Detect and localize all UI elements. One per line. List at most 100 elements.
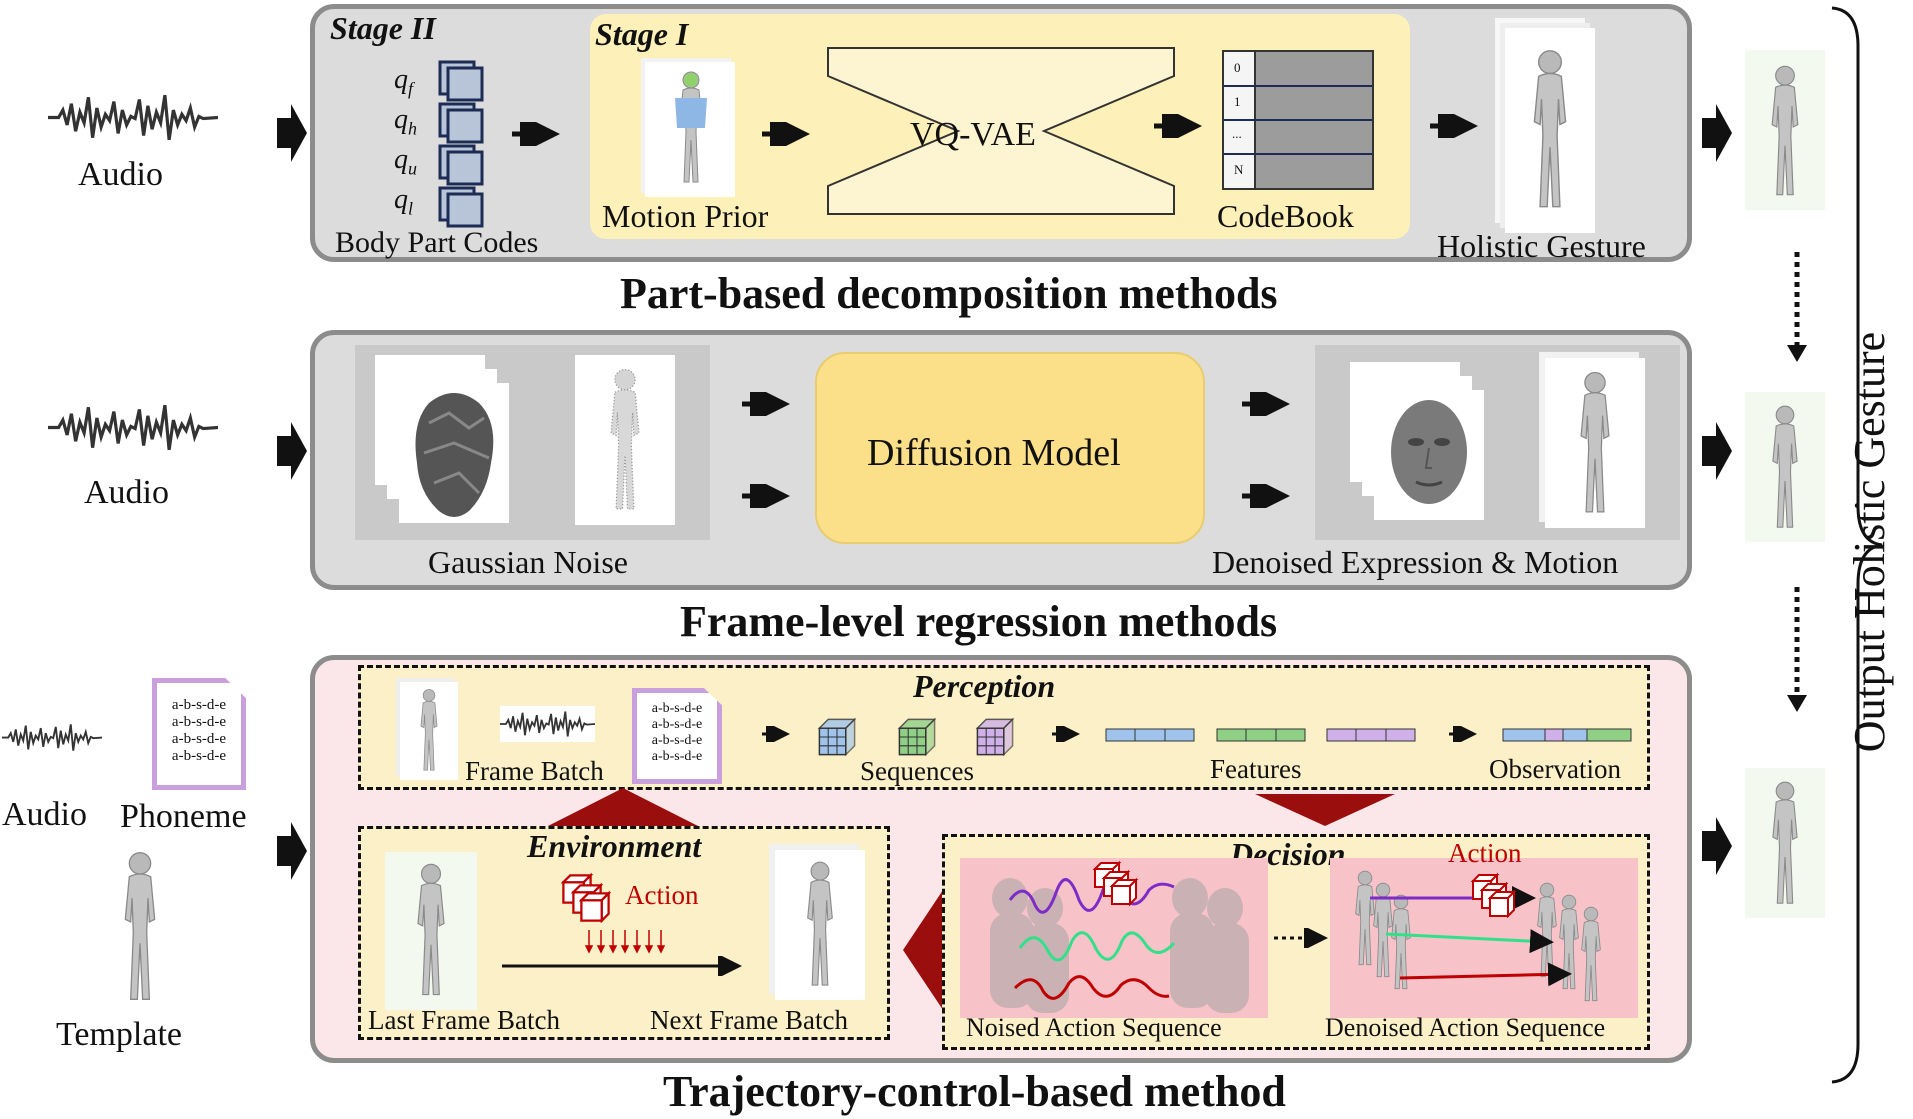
motion-prior-card (645, 62, 735, 197)
phoneme-line-4: a-b-s-d-e (171, 748, 227, 764)
arrow-noise-to-diffusion-top (742, 392, 790, 416)
arrow-vqvae-to-codebook (1154, 114, 1202, 138)
gaussian-noise-label: Gaussian Noise (428, 544, 628, 580)
noise-body-card (575, 355, 675, 525)
input-arrow-2 (277, 422, 307, 480)
template-label: Template (56, 1016, 183, 1053)
observation-bar (1502, 728, 1632, 742)
action-cube-denoised (1472, 874, 1515, 917)
vqvae-label: VQ-VAE (910, 116, 1036, 153)
sequence-cube-green (898, 718, 936, 756)
perception-phoneme-line-3: a-b-s-d-e (651, 733, 703, 748)
next-frame-batch-label: Next Frame Batch (650, 1005, 848, 1035)
denoised-face-stack (1350, 362, 1500, 532)
denoised-body-card (1545, 358, 1645, 528)
body-part-codes: qf qh qu ql (390, 58, 490, 228)
perception-human-card (400, 682, 458, 780)
perception-phoneme-line-1: a-b-s-d-e (651, 701, 703, 716)
observation-label: Observation (1489, 754, 1621, 784)
holistic-gesture-label: Holistic Gesture (1437, 228, 1646, 264)
output-arrow-1 (1702, 104, 1732, 162)
arrow-to-observation (1449, 726, 1477, 742)
arrow-noise-to-diffusion-bottom (742, 484, 790, 508)
input-arrow-3 (277, 822, 307, 880)
caption-trajectory: Trajectory-control-based method (663, 1067, 1286, 1116)
noised-sequence-label: Noised Action Sequence (966, 1013, 1222, 1042)
perception-phoneme-line-2: a-b-s-d-e (651, 717, 703, 732)
output-gesture-card-2 (1745, 392, 1825, 542)
arrow-diffusion-to-output-top (1242, 392, 1290, 416)
output-holistic-gesture-label: Output Holistic Gesture (1845, 331, 1894, 753)
audio-waveform-2 (48, 403, 218, 452)
diffusion-model-label: Diffusion Model (867, 432, 1121, 474)
audio-label-1: Audio (78, 156, 163, 193)
codebook-row-1: 1 (1234, 94, 1241, 109)
codebook-row-ellipsis: ... (1232, 126, 1242, 141)
arrow-codes-to-stage-i (512, 122, 560, 146)
perception-waveform (500, 706, 595, 742)
phoneme-line-3: a-b-s-d-e (171, 731, 227, 747)
noise-face-stack (375, 355, 525, 525)
perception-phoneme-line-4: a-b-s-d-e (651, 749, 703, 764)
last-frame-batch-label: Last Frame Batch (368, 1005, 560, 1035)
output-arrow-3 (1702, 817, 1732, 875)
output-gesture-card-1 (1745, 50, 1825, 210)
environment-up-arrow (548, 788, 698, 826)
environment-label: Environment (527, 828, 702, 864)
noised-to-denoised-dotted-arrow (1274, 928, 1328, 948)
caption-part-based: Part-based decomposition methods (620, 269, 1278, 318)
vqvae-block (827, 47, 1175, 215)
perception-to-decision-arrow (1255, 794, 1395, 826)
arrow-diffusion-to-output-bottom (1242, 484, 1290, 508)
output-bracket (1831, 6, 1883, 1084)
diffusion-model-box (815, 352, 1205, 544)
audio-waveform-1 (48, 93, 218, 142)
perception-phoneme-doc: a-b-s-d-e a-b-s-d-e a-b-s-d-e a-b-s-d-e (632, 688, 722, 784)
template-human (124, 851, 156, 1001)
environment-transition-arrow (502, 956, 742, 976)
decision-to-environment-arrow (903, 890, 943, 1010)
feature-bar-green (1216, 728, 1306, 742)
action-down-arrows (585, 930, 665, 954)
decision-action-label: Action (1448, 838, 1522, 868)
phoneme-label: Phoneme (120, 798, 247, 835)
features-label: Features (1210, 754, 1302, 784)
audio-label-2: Audio (84, 474, 169, 511)
feature-bar-blue (1105, 728, 1195, 742)
sequence-cube-purple (976, 718, 1014, 756)
perception-label: Perception (913, 668, 1056, 704)
caption-frame-level: Frame-level regression methods (680, 597, 1278, 646)
arrow-prior-to-vqvae (762, 122, 810, 146)
arrow-to-features (1052, 726, 1080, 742)
frame-batch-label: Frame Batch (465, 756, 604, 786)
codebook-row-n: N (1234, 162, 1244, 177)
codebook-label: CodeBook (1217, 198, 1354, 234)
feature-bar-purple (1326, 728, 1416, 742)
phoneme-line-1: a-b-s-d-e (171, 697, 227, 713)
last-frame-card (385, 852, 477, 1010)
output-arrow-2 (1702, 422, 1732, 480)
sequence-cube-blue (818, 718, 856, 756)
codebook-table: 0 1 ... N (1222, 50, 1374, 190)
action-cube-environment (562, 874, 610, 922)
phoneme-line-2: a-b-s-d-e (171, 714, 227, 730)
audio-label-3: Audio (2, 796, 87, 833)
holistic-gesture-card (1505, 28, 1595, 233)
output-gesture-card-3 (1745, 768, 1825, 918)
output-dotted-arrow-1 (1787, 252, 1807, 362)
output-dotted-arrow-2 (1787, 587, 1807, 712)
denoised-sequence-label: Denoised Action Sequence (1325, 1013, 1606, 1042)
sequences-label: Sequences (860, 756, 974, 786)
arrow-stage-i-to-output (1430, 114, 1478, 138)
stage-ii-label: Stage II (330, 10, 436, 46)
body-part-codes-label: Body Part Codes (335, 226, 539, 259)
phoneme-doc: a-b-s-d-e a-b-s-d-e a-b-s-d-e a-b-s-d-e (152, 678, 246, 790)
action-cube-noised (1094, 862, 1137, 905)
environment-action-label: Action (625, 880, 699, 910)
arrow-to-sequences (762, 726, 790, 742)
denoised-label: Denoised Expression & Motion (1212, 544, 1619, 580)
motion-prior-label: Motion Prior (602, 198, 769, 234)
next-frame-card (775, 850, 865, 1000)
stage-i-label: Stage I (595, 16, 689, 52)
codebook-row-0: 0 (1234, 60, 1241, 75)
